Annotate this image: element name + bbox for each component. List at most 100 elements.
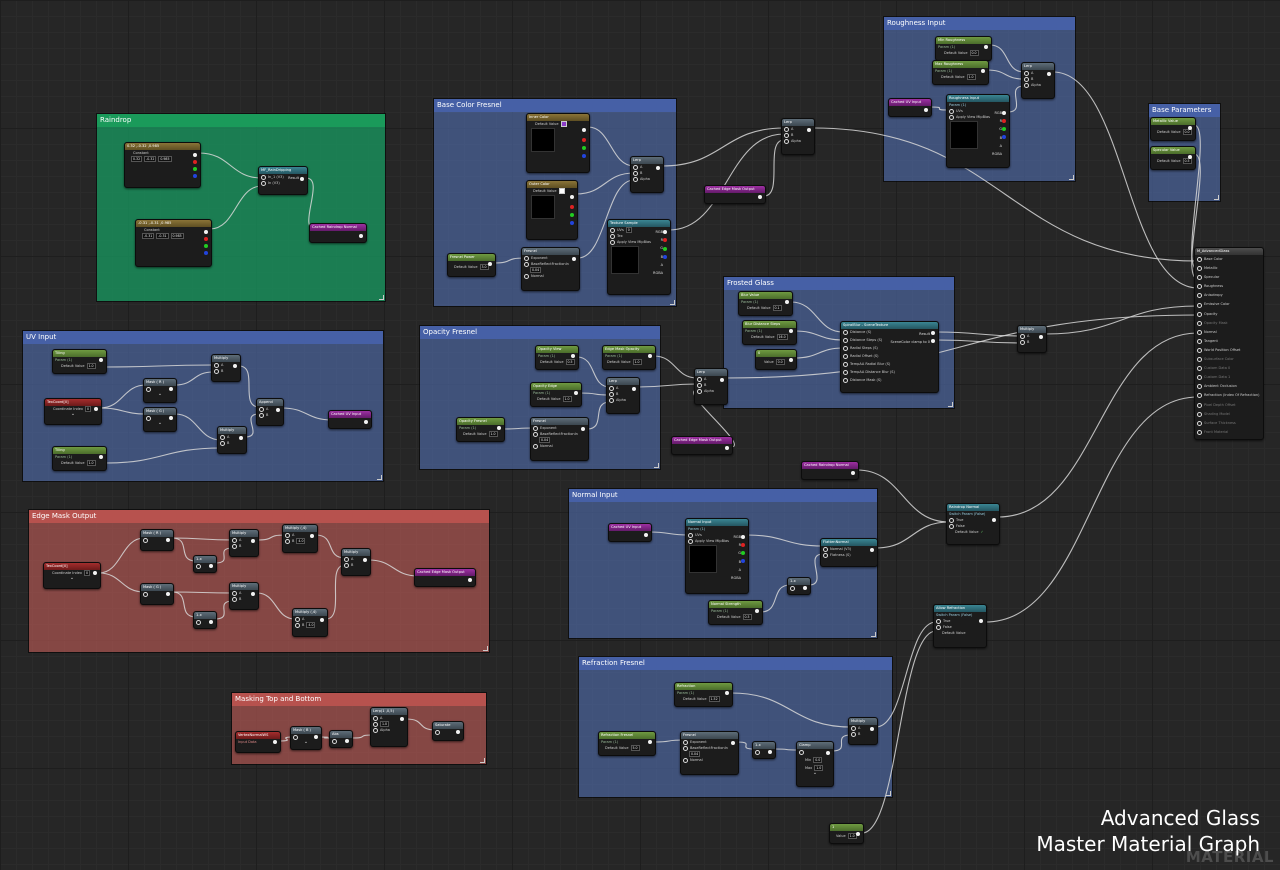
output-pin[interactable]: [572, 257, 576, 261]
value-field[interactable]: 1.0: [847, 833, 857, 839]
scalar-param-node[interactable]: Refraction Fresnel Param (1) Default Val…: [598, 731, 656, 756]
multiply-node[interactable]: Multiply A B: [229, 582, 259, 610]
input-pin-b[interactable]: B: [607, 391, 639, 397]
multiply-node[interactable]: Multiply (,4) A B 4.0: [292, 608, 328, 637]
value-field[interactable]: 3.0: [479, 264, 489, 270]
result-input-pin[interactable]: Pixel Depth Offset: [1195, 401, 1263, 410]
flatten-normal-node[interactable]: FlattenNormal Normal (V3) Flatness (S): [820, 538, 878, 567]
input-pin[interactable]: Flatness (S): [821, 552, 877, 558]
output-pin[interactable]: [497, 426, 501, 430]
output-pin[interactable]: [99, 455, 103, 459]
input-pin[interactable]: Normal: [681, 757, 738, 763]
input-pin-b[interactable]: B 4.0: [283, 538, 317, 544]
value-field[interactable]: -0.31: [142, 233, 155, 239]
named-reroute-node[interactable]: Cached UV Input: [328, 410, 372, 429]
input-pin-a[interactable]: A: [607, 385, 639, 391]
input-pin-b[interactable]: B: [257, 412, 283, 418]
named-reroute-node[interactable]: Cached UV Input: [608, 523, 652, 542]
output-pin[interactable]: [803, 586, 807, 590]
output-pin[interactable]: [979, 619, 983, 623]
comment-refraction-fresnel[interactable]: Refraction Fresnel: [578, 656, 893, 798]
mask-node[interactable]: Mask ( R ): [140, 529, 174, 551]
expand-chevron-icon[interactable]: ⌄: [157, 391, 163, 397]
input-pin-a[interactable]: A: [342, 556, 370, 562]
output-pin[interactable]: [456, 730, 460, 734]
output-pin[interactable]: [99, 358, 103, 362]
result-input-pin[interactable]: Base Color: [1195, 255, 1263, 264]
result-input-pin[interactable]: Emissive Color: [1195, 300, 1263, 309]
output-pin-g[interactable]: [663, 247, 667, 251]
result-input-pin[interactable]: Metallic: [1195, 264, 1263, 273]
input-pin-alpha[interactable]: Alpha: [371, 727, 407, 733]
output-pin[interactable]: [1039, 335, 1043, 339]
value-field[interactable]: 5.0: [630, 745, 640, 751]
expand-chevron-icon[interactable]: ⌄: [157, 420, 163, 426]
output-pin[interactable]: [1188, 155, 1192, 159]
input-pin-true[interactable]: True: [934, 618, 986, 624]
output-pin[interactable]: [632, 387, 636, 391]
result-input-pin[interactable]: Custom Data 0: [1195, 364, 1263, 373]
value-field[interactable]: 1.0: [86, 363, 96, 369]
input-pin-false[interactable]: False: [934, 624, 986, 630]
result-input-pin[interactable]: World Position Offset: [1195, 346, 1263, 355]
value-field[interactable]: 1.0: [632, 359, 642, 365]
result-input-pin[interactable]: Surface Thickness: [1195, 419, 1263, 428]
input-pin-a[interactable]: A: [257, 406, 283, 412]
output-pin[interactable]: [363, 558, 367, 562]
value-field[interactable]: 1.0: [562, 396, 572, 402]
output-pin-b[interactable]: [582, 154, 586, 158]
output-pin[interactable]: [870, 548, 874, 552]
output-pin[interactable]: [731, 741, 735, 745]
output-pin[interactable]: [826, 751, 830, 755]
input-pin-a[interactable]: A: [1022, 70, 1054, 76]
static-switch-node[interactable]: Allow Refraction Switch Param (False) Tr…: [933, 604, 987, 648]
output-pin[interactable]: [924, 108, 928, 112]
input-pin-b[interactable]: B: [631, 170, 663, 176]
result-input-pin[interactable]: Front Material: [1195, 428, 1263, 437]
named-reroute-node[interactable]: Cached Edge Mask Output: [704, 185, 766, 204]
output-pin-r[interactable]: [1002, 119, 1006, 123]
output-pin[interactable]: [856, 832, 860, 836]
output-pin[interactable]: [1188, 126, 1192, 130]
vector-param-node[interactable]: Inner Color Default Value: [526, 113, 590, 173]
input-pin-alpha[interactable]: Alpha: [695, 388, 727, 394]
output-pin[interactable]: [273, 740, 277, 744]
mask-node[interactable]: Mask ( G ): [140, 583, 174, 605]
input-pin-a[interactable]: A: [212, 362, 240, 368]
input-pin[interactable]: In_1 (V3): [259, 174, 307, 180]
fresnel-node[interactable]: Fresnel Exponent BaseReflectFractionIn 0…: [521, 247, 580, 291]
multiply-node[interactable]: Multiply A B: [1017, 325, 1047, 353]
lerp-node[interactable]: Lerp A B Alpha: [606, 377, 640, 414]
lerp-node[interactable]: Lerp(1 ,0,5) A 1.0 Alpha: [370, 707, 408, 747]
input-pin-alpha[interactable]: Alpha: [631, 176, 663, 182]
output-pin-g[interactable]: [741, 551, 745, 555]
output-pin[interactable]: [582, 128, 586, 132]
output-pin-r[interactable]: [582, 138, 586, 142]
output-pin-r[interactable]: [663, 238, 667, 242]
output-pin[interactable]: [981, 69, 985, 73]
value-field[interactable]: 1.52: [708, 696, 720, 702]
abs-node[interactable]: Abs: [329, 730, 353, 748]
input-pin[interactable]: Radial Offset (S): [841, 353, 938, 359]
input-pin-mipbias[interactable]: Apply View MipBias: [947, 114, 1009, 120]
input-pin[interactable]: In (V3): [259, 180, 307, 186]
output-pin[interactable]: [169, 387, 173, 391]
vector-param-node[interactable]: Outer Color Default Value: [526, 180, 578, 240]
output-pin-g[interactable]: [204, 244, 208, 248]
output-pin-r[interactable]: [193, 160, 197, 164]
input-pin[interactable]: Exponent: [681, 739, 738, 745]
lerp-node[interactable]: Lerp A B Alpha: [694, 368, 728, 405]
lerp-node[interactable]: Lerp A B Alpha: [781, 118, 815, 155]
output-pin[interactable]: [574, 391, 578, 395]
fresnel-node[interactable]: Fresnel Exponent BaseReflectFractionIn 0…: [680, 731, 739, 775]
